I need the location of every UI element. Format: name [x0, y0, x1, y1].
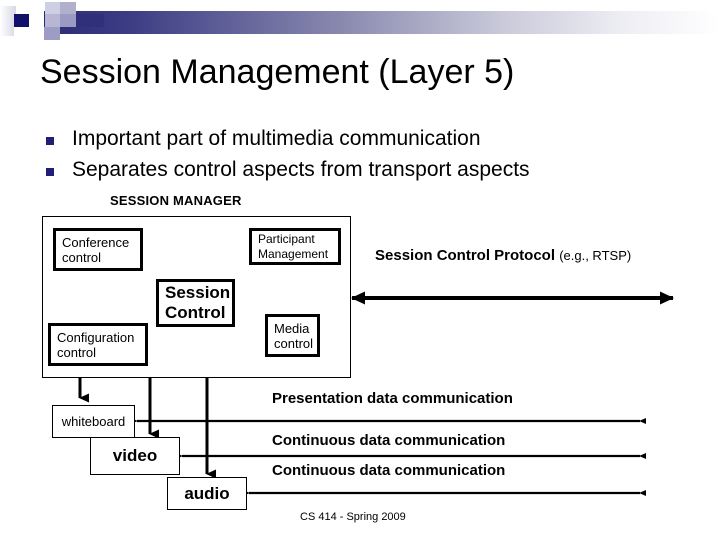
session-control-protocol-label: Session Control Protocol (e.g., RTSP): [375, 247, 631, 264]
header-deco-square-mid-6: [44, 27, 60, 40]
box-configuration-control[interactable]: Configuration control: [48, 323, 148, 366]
bullet-list: Important part of multimedia communicati…: [44, 124, 684, 186]
box-whiteboard-label: whiteboard: [61, 414, 126, 429]
box-whiteboard[interactable]: whiteboard: [52, 405, 135, 438]
box-session-control[interactable]: Session Control: [156, 279, 235, 327]
header-deco-square-mid-5: [29, 27, 44, 39]
header-deco-square-light-1: [0, 6, 16, 36]
bullet-item-1-label: Important part of multimedia communicati…: [72, 127, 481, 150]
bullet-item-1: Important part of multimedia communicati…: [44, 124, 684, 153]
header-gradient-band: [36, 11, 720, 34]
box-conference-control[interactable]: Conference control: [53, 228, 143, 271]
box-configuration-control-label: Configuration control: [57, 329, 135, 360]
page-title: Session Management (Layer 5): [40, 53, 515, 91]
continuous-data-label-1: Continuous data communication: [272, 432, 506, 449]
box-conference-control-label: Conference control: [62, 234, 130, 265]
header-deco-band-dark: [76, 14, 104, 27]
header-deco-square-mid-1: [45, 2, 60, 14]
box-video-label: video: [112, 446, 158, 465]
session-manager-title: SESSION MANAGER: [110, 193, 242, 208]
session-control-protocol-main: Session Control Protocol: [375, 247, 560, 264]
header-deco-square-mid-4: [60, 14, 76, 27]
box-audio-label: audio: [184, 483, 230, 503]
box-session-control-label: Session Control: [165, 283, 231, 322]
header-deco-square-dark: [14, 14, 29, 27]
box-video[interactable]: video: [90, 437, 180, 475]
square-bullet-icon: [44, 163, 72, 181]
presentation-data-label: Presentation data communication: [272, 390, 513, 407]
continuous-data-label-2: Continuous data communication: [272, 462, 506, 479]
bullet-item-2-label: Separates control aspects from transport…: [72, 158, 530, 181]
bullet-item-2: Separates control aspects from transport…: [44, 155, 684, 184]
header-deco-square-mid-3: [60, 2, 76, 14]
slide-footer: CS 414 - Spring 2009: [300, 511, 406, 523]
box-media-control-label: Media control: [274, 320, 314, 351]
box-participant-management[interactable]: Participant Management: [249, 228, 341, 265]
header-deco-square-mid-7: [14, 27, 29, 39]
box-participant-management-label: Participant Management: [258, 231, 329, 261]
box-media-control[interactable]: Media control: [265, 314, 320, 357]
box-audio[interactable]: audio: [167, 477, 247, 510]
session-manager-container: [42, 216, 351, 378]
square-bullet-icon: [44, 132, 72, 150]
session-control-protocol-sub: (e.g., RTSP): [559, 248, 632, 263]
header-deco-square-mid-2: [45, 14, 60, 27]
header-deco-square-light-2: [29, 0, 44, 28]
